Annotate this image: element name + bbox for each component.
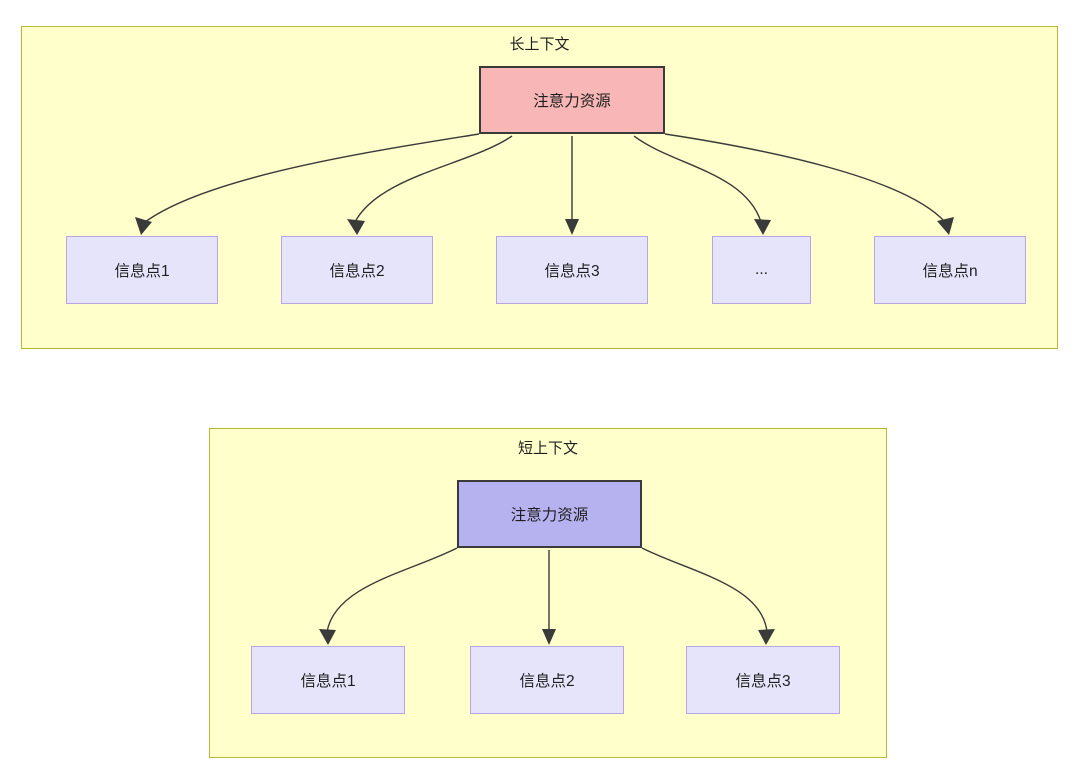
attention-resource-node-long[interactable]: 注意力资源 — [479, 66, 665, 134]
info-node-short-1-label: 信息点1 — [300, 673, 356, 690]
info-node-short-1[interactable]: 信息点1 — [251, 646, 405, 714]
info-node-long-n-label: 信息点n — [922, 263, 978, 280]
group-short-context-title: 短上下文 — [517, 440, 578, 457]
info-node-long-ellipsis[interactable]: ... — [712, 236, 811, 304]
info-node-long-3[interactable]: 信息点3 — [496, 236, 648, 304]
info-node-long-2-label: 信息点2 — [329, 263, 385, 280]
info-node-long-1[interactable]: 信息点1 — [66, 236, 218, 304]
info-node-short-3[interactable]: 信息点3 — [686, 646, 840, 714]
info-node-short-2[interactable]: 信息点2 — [470, 646, 624, 714]
group-long-context-title: 长上下文 — [509, 36, 570, 53]
attention-resource-node-short[interactable]: 注意力资源 — [457, 480, 642, 548]
info-node-long-1-label: 信息点1 — [114, 263, 170, 280]
info-node-short-2-label: 信息点2 — [519, 673, 575, 690]
info-node-long-2[interactable]: 信息点2 — [281, 236, 433, 304]
attention-resource-label-long: 注意力资源 — [533, 93, 611, 110]
info-node-long-ellipsis-label: ... — [755, 261, 768, 278]
info-node-long-3-label: 信息点3 — [544, 263, 600, 280]
attention-resource-label-short: 注意力资源 — [510, 507, 589, 524]
info-node-long-n[interactable]: 信息点n — [874, 236, 1026, 304]
info-node-short-3-label: 信息点3 — [735, 673, 791, 690]
